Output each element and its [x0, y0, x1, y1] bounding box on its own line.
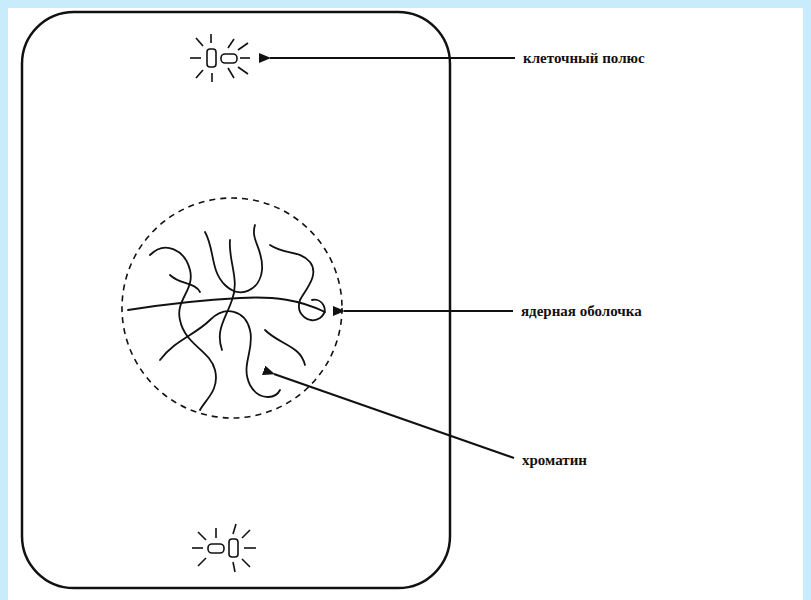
- part-label: хроматин: [520, 450, 589, 470]
- leader-arrow: [270, 58, 515, 458]
- nuclear-envelope: [122, 198, 342, 418]
- part-label: клеточный полюс: [521, 48, 647, 68]
- cell-membrane: [22, 12, 450, 588]
- centriole-symbol: [190, 34, 250, 82]
- page-ground: [8, 8, 803, 600]
- centriole-symbol: [192, 524, 256, 572]
- part-label: ядерная оболочка: [519, 301, 644, 321]
